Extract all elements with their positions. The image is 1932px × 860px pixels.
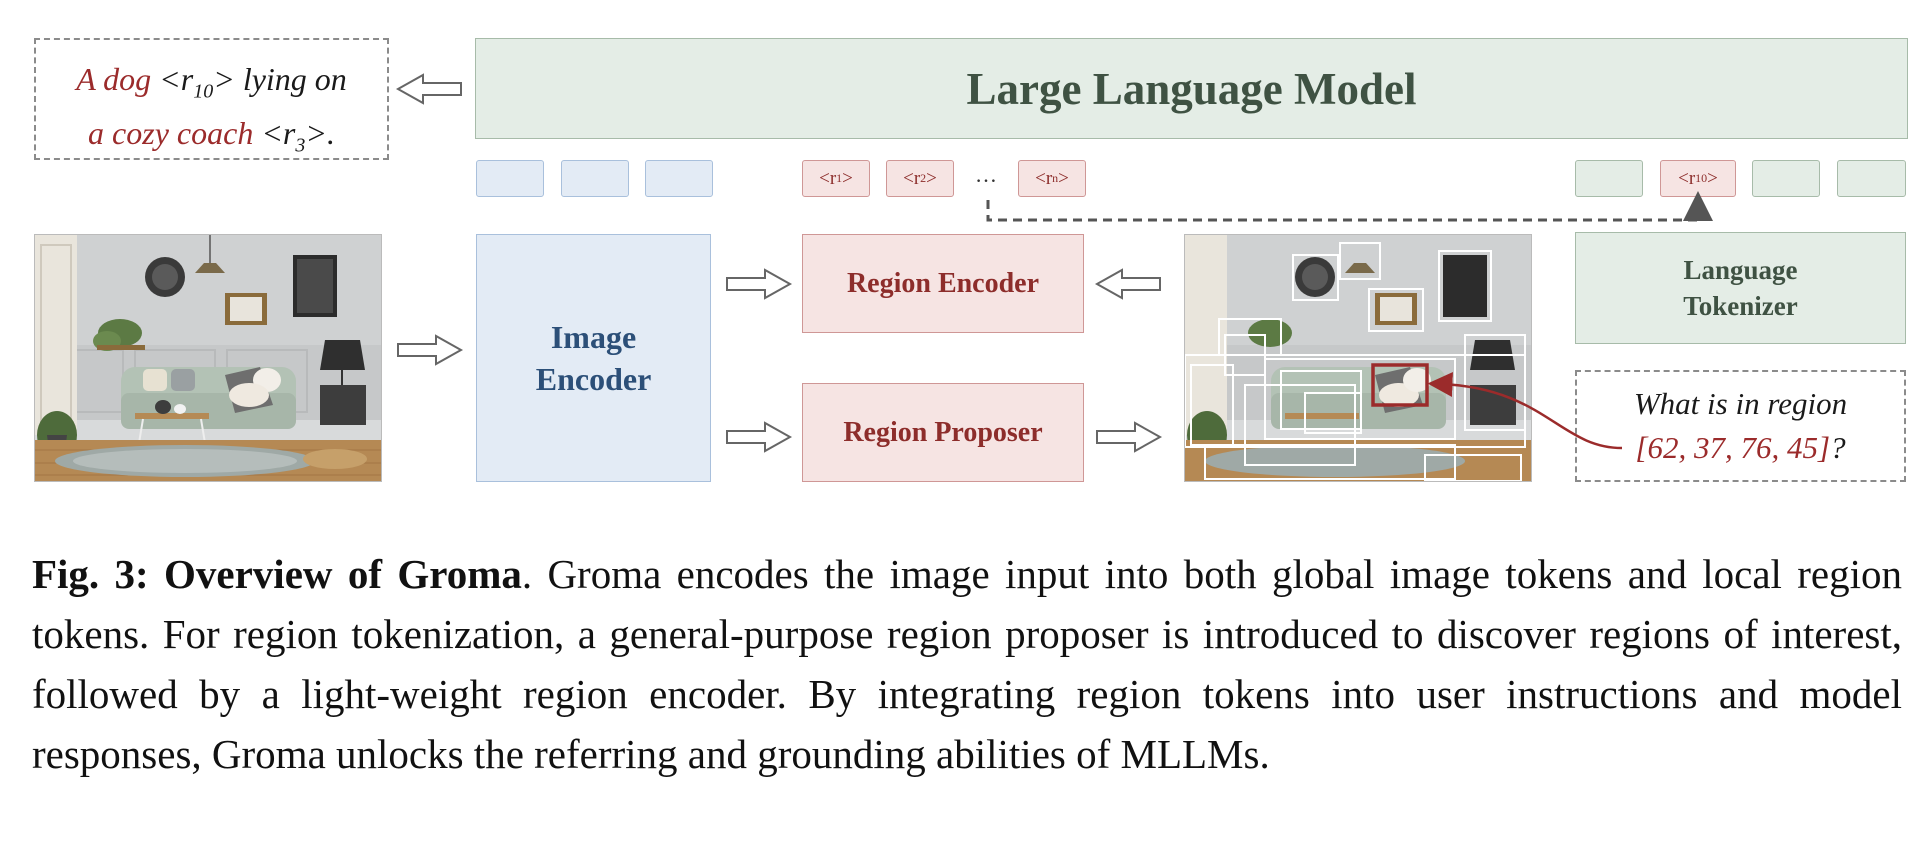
llm-label: Large Language Model — [966, 63, 1417, 114]
bounding-box-icon — [1368, 288, 1424, 332]
hollow-arrow-icon — [726, 421, 793, 453]
response-token-2-open: <r — [253, 115, 296, 152]
bounding-box-icon — [1304, 392, 1362, 434]
image-token — [645, 160, 713, 197]
hollow-arrow-icon — [395, 73, 462, 105]
region-proposer-label: Region Proposer — [843, 416, 1043, 448]
text-token — [1575, 160, 1643, 197]
token-text: <r — [903, 167, 921, 189]
bounding-box-icon — [1292, 254, 1339, 301]
hollow-arrow-icon — [397, 334, 464, 366]
image-encoder-line2: Encoder — [535, 361, 652, 397]
question-mark: ? — [1830, 430, 1846, 465]
token-sub: 1 — [836, 171, 843, 185]
living-room-photo-with-boxes — [1185, 235, 1531, 481]
hollow-arrow-icon — [726, 268, 793, 300]
token-sub: 10 — [1695, 171, 1708, 185]
token-sub: n — [1052, 171, 1059, 185]
figure-caption: Fig. 3: Overview of Groma. Groma encodes… — [32, 544, 1902, 784]
response-text-1: A dog — [76, 61, 152, 97]
region-proposal-photo — [1184, 234, 1532, 482]
hollow-arrow-icon — [1094, 268, 1161, 300]
image-encoder-line1: Image — [550, 319, 637, 355]
caption-label: Fig. 3: Overview of Groma — [32, 551, 522, 597]
hollow-arrow-icon — [1096, 421, 1163, 453]
token-text: <r — [1035, 167, 1053, 189]
bounding-box-icon — [1438, 250, 1492, 322]
input-photo — [34, 234, 382, 482]
bounding-box-icon — [1204, 444, 1456, 480]
bounding-box-icon — [1339, 242, 1381, 280]
region-proposer-box: Region Proposer — [802, 383, 1084, 482]
response-text-2: lying on — [242, 61, 347, 97]
dashed-connector-icon — [986, 191, 1713, 222]
token-text: > — [1707, 167, 1718, 189]
bounding-box-icon — [1244, 384, 1356, 466]
question-coords: [62, 37, 76, 45] — [1635, 430, 1831, 465]
text-token — [1837, 160, 1906, 197]
response-text-3: a cozy coach — [88, 115, 254, 152]
token-text: > — [1058, 167, 1069, 189]
token-sub: 2 — [920, 171, 927, 185]
image-token — [561, 160, 629, 197]
token-text: > — [842, 167, 853, 189]
token-ellipsis: … — [975, 162, 999, 187]
caption-text: . Groma encodes the image input into bot… — [32, 551, 1902, 777]
response-token-2-close: >. — [305, 115, 335, 152]
text-token — [1752, 160, 1820, 197]
language-tokenizer-line2: Tokenizer — [1683, 291, 1798, 321]
model-response-box: A dog <r10> lying on a cozy coach <r3>. — [34, 38, 389, 160]
large-language-model-box: Large Language Model — [475, 38, 1908, 139]
response-token-2-sub: 3 — [295, 134, 306, 157]
region-encoder-label: Region Encoder — [846, 267, 1040, 299]
user-question-box: What is in region [62, 37, 76, 45]? — [1575, 370, 1906, 482]
token-text: > — [926, 167, 937, 189]
token-text: <r — [819, 167, 837, 189]
language-tokenizer-line1: Language — [1683, 255, 1798, 285]
living-room-photo — [35, 235, 381, 481]
response-token-1-sub: 10 — [193, 80, 214, 103]
token-text: <r — [1678, 167, 1696, 189]
bounding-box-icon — [1424, 454, 1522, 481]
region-encoder-box: Region Encoder — [802, 234, 1084, 333]
question-line1: What is in region — [1633, 386, 1848, 421]
response-token-1-close: > — [213, 61, 243, 97]
language-tokenizer-box: Language Tokenizer — [1575, 232, 1906, 344]
image-token — [476, 160, 544, 197]
highlighted-bounding-box-icon — [1371, 363, 1429, 407]
response-token-1-open: <r — [151, 61, 194, 97]
image-encoder-box: Image Encoder — [476, 234, 711, 482]
